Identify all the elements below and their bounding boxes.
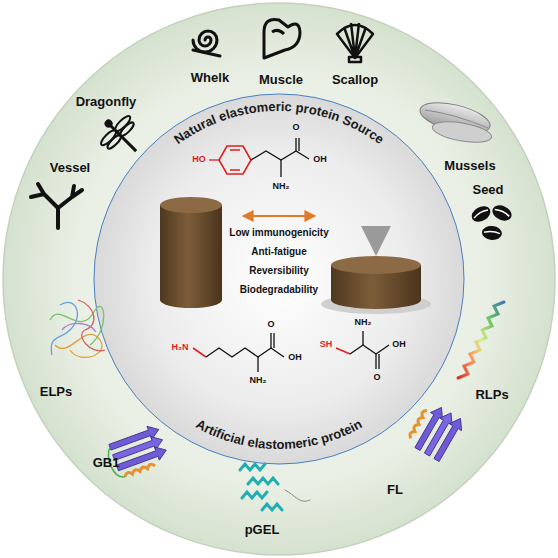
source-label: Muscle: [259, 73, 303, 87]
atom-label: O: [292, 123, 299, 133]
atom-label: SH: [320, 340, 333, 350]
source-label: Dragonfly: [76, 95, 137, 109]
arc-title: Artificial elastomeric protein: [193, 416, 364, 452]
property-label: Reversibility: [249, 265, 308, 276]
atom-label: HO: [192, 155, 206, 165]
arc-title: Natural elastomeric protein Source: [171, 99, 387, 147]
source-label: Scallop: [332, 73, 378, 87]
protein-label: FL: [387, 483, 403, 497]
property-label: Biodegradability: [240, 284, 318, 295]
protein-label: ELPs: [40, 385, 73, 399]
source-label: Whelk: [191, 71, 229, 85]
atom-label: H₂N: [172, 343, 189, 353]
protein-label: RLPs: [475, 388, 508, 402]
property-label: Low immunogenicity: [229, 227, 328, 238]
protein-label: GB1: [93, 456, 120, 470]
source-label: Mussels: [444, 159, 495, 173]
atom-label: OH: [392, 340, 406, 350]
atom-label: NH₂: [250, 376, 267, 386]
atom-label: O: [373, 373, 380, 383]
arc-title: Natural elastomeric protein Source: [171, 99, 387, 147]
source-label: Vessel: [50, 161, 91, 175]
property-label: Anti-fatigue: [251, 246, 307, 257]
atom-label: OH: [288, 353, 302, 363]
atom-label: O: [267, 320, 274, 330]
arc-title: Artificial elastomeric protein: [193, 416, 364, 452]
atom-label: NH₂: [273, 182, 290, 192]
source-label: Seed: [472, 183, 503, 197]
protein-label: pGEL: [245, 523, 280, 537]
atom-label: OH: [313, 155, 327, 165]
atom-label: NH₂: [355, 318, 372, 328]
